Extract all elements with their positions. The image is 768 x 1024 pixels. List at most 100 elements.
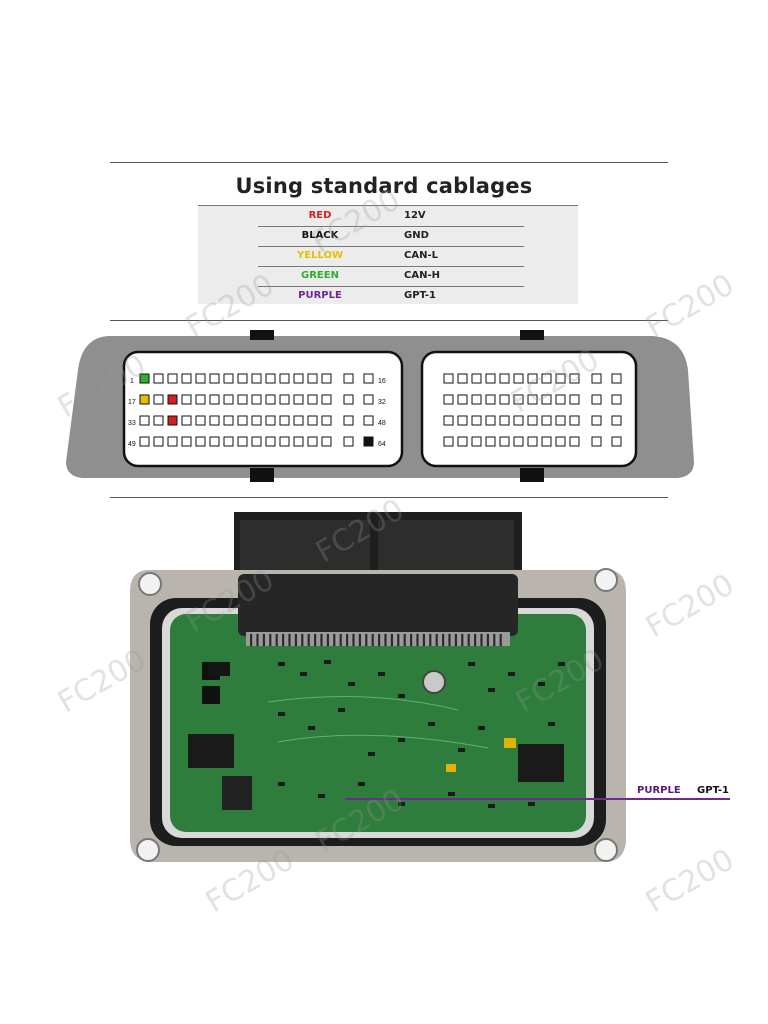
connector-pinout-diagram: 1 17 33 49 16 32 48 64 bbox=[66, 330, 694, 482]
ecu-header-pin bbox=[282, 634, 285, 646]
smd-component bbox=[548, 722, 555, 726]
ecu-header-pin bbox=[429, 634, 432, 646]
connector-pin bbox=[471, 373, 482, 384]
ecu-header-pin bbox=[269, 634, 272, 646]
connector-pin bbox=[541, 436, 552, 447]
smd-component bbox=[348, 682, 355, 686]
connector-pin bbox=[223, 415, 234, 426]
pin-row-end-label: 16 bbox=[378, 378, 386, 385]
capacitor bbox=[422, 670, 446, 694]
connector-pin bbox=[485, 394, 496, 405]
connector-pin bbox=[591, 394, 602, 405]
legend-row: RED 12V bbox=[258, 207, 524, 227]
latch-tab bbox=[520, 468, 544, 482]
ecu-header-pin bbox=[454, 634, 457, 646]
connector-pin bbox=[265, 436, 276, 447]
power-transistor bbox=[202, 686, 220, 704]
connector-pin bbox=[167, 373, 178, 384]
connector-pin bbox=[223, 394, 234, 405]
callout-color-name: PURPLE bbox=[637, 785, 681, 796]
connector-pin bbox=[513, 436, 524, 447]
connector-pin bbox=[443, 373, 454, 384]
bottom-divider bbox=[110, 497, 668, 498]
connector-pin bbox=[153, 436, 164, 447]
connector-pin bbox=[265, 394, 276, 405]
connector-pin bbox=[471, 415, 482, 426]
connector-pin bbox=[569, 373, 580, 384]
ecu-header-pin bbox=[390, 634, 393, 646]
connector-pin bbox=[513, 394, 524, 405]
smd-component bbox=[398, 738, 405, 742]
ic-chip bbox=[518, 744, 564, 782]
pcb-board bbox=[170, 614, 586, 832]
power-transistor bbox=[208, 662, 230, 676]
connector-pin bbox=[591, 436, 602, 447]
ecu-header-pin bbox=[256, 634, 259, 646]
connector-pin bbox=[321, 436, 332, 447]
connector-pin bbox=[485, 415, 496, 426]
capacitor-yellow bbox=[446, 764, 456, 772]
ecu-header-pin bbox=[250, 634, 253, 646]
connector-pin bbox=[307, 436, 318, 447]
pin-row-start-label: 1 bbox=[130, 378, 134, 385]
connector-pin bbox=[443, 436, 454, 447]
connector-pin bbox=[251, 436, 262, 447]
ecu-header-pin bbox=[294, 634, 297, 646]
legend-signal: CAN-H bbox=[404, 270, 440, 281]
latch-tab bbox=[250, 330, 274, 340]
connector-pin bbox=[611, 436, 622, 447]
connector-pin bbox=[471, 436, 482, 447]
connector-pin bbox=[513, 415, 524, 426]
ecu-pin-row bbox=[250, 634, 502, 646]
smd-component bbox=[398, 802, 405, 806]
pin-row-start-label: 49 bbox=[128, 441, 136, 448]
ecu-header-pin bbox=[358, 634, 361, 646]
connector-pin bbox=[181, 436, 192, 447]
connector-pin bbox=[471, 394, 482, 405]
connector-pin bbox=[343, 394, 354, 405]
smd-component bbox=[468, 662, 475, 666]
smd-component bbox=[528, 802, 535, 806]
connector-pin bbox=[251, 415, 262, 426]
ecu-board-illustration bbox=[130, 512, 626, 862]
legend-row: BLACK GND bbox=[258, 227, 524, 247]
mounting-hole bbox=[594, 838, 618, 862]
smd-component bbox=[318, 794, 325, 798]
connector-pin bbox=[293, 436, 304, 447]
ecu-header-pin bbox=[378, 634, 381, 646]
smd-component bbox=[308, 726, 315, 730]
mounting-hole bbox=[594, 568, 618, 592]
connector-pin bbox=[343, 415, 354, 426]
ic-chip bbox=[188, 734, 234, 768]
ecu-header-pin bbox=[371, 634, 374, 646]
pin-row-end-label: 32 bbox=[378, 399, 386, 406]
connector-pin bbox=[167, 394, 178, 405]
ecu-header-pin bbox=[397, 634, 400, 646]
connector-pin bbox=[181, 415, 192, 426]
connector-pin bbox=[139, 394, 150, 405]
connector-pin bbox=[321, 394, 332, 405]
connector-pin bbox=[209, 415, 220, 426]
top-divider bbox=[110, 162, 668, 163]
connector-pin bbox=[237, 436, 248, 447]
ic-chip bbox=[222, 776, 252, 810]
ecu-header-pin bbox=[301, 634, 304, 646]
connector-pin bbox=[223, 373, 234, 384]
latch-tab bbox=[250, 468, 274, 482]
connector-pin bbox=[569, 436, 580, 447]
smd-component bbox=[278, 662, 285, 666]
connector-pin bbox=[513, 373, 524, 384]
connector-pin bbox=[265, 373, 276, 384]
latch-tab bbox=[520, 330, 544, 340]
connector-pin bbox=[541, 394, 552, 405]
ecu-header-pin bbox=[326, 634, 329, 646]
ecu-header-pin bbox=[346, 634, 349, 646]
watermark: FC200 bbox=[640, 567, 741, 646]
smd-component bbox=[428, 722, 435, 726]
smd-component bbox=[538, 682, 545, 686]
connector-pin bbox=[457, 394, 468, 405]
legend-signal: 12V bbox=[404, 210, 426, 221]
connector-pin bbox=[223, 436, 234, 447]
connector-pin bbox=[251, 373, 262, 384]
connector-pin bbox=[181, 373, 192, 384]
